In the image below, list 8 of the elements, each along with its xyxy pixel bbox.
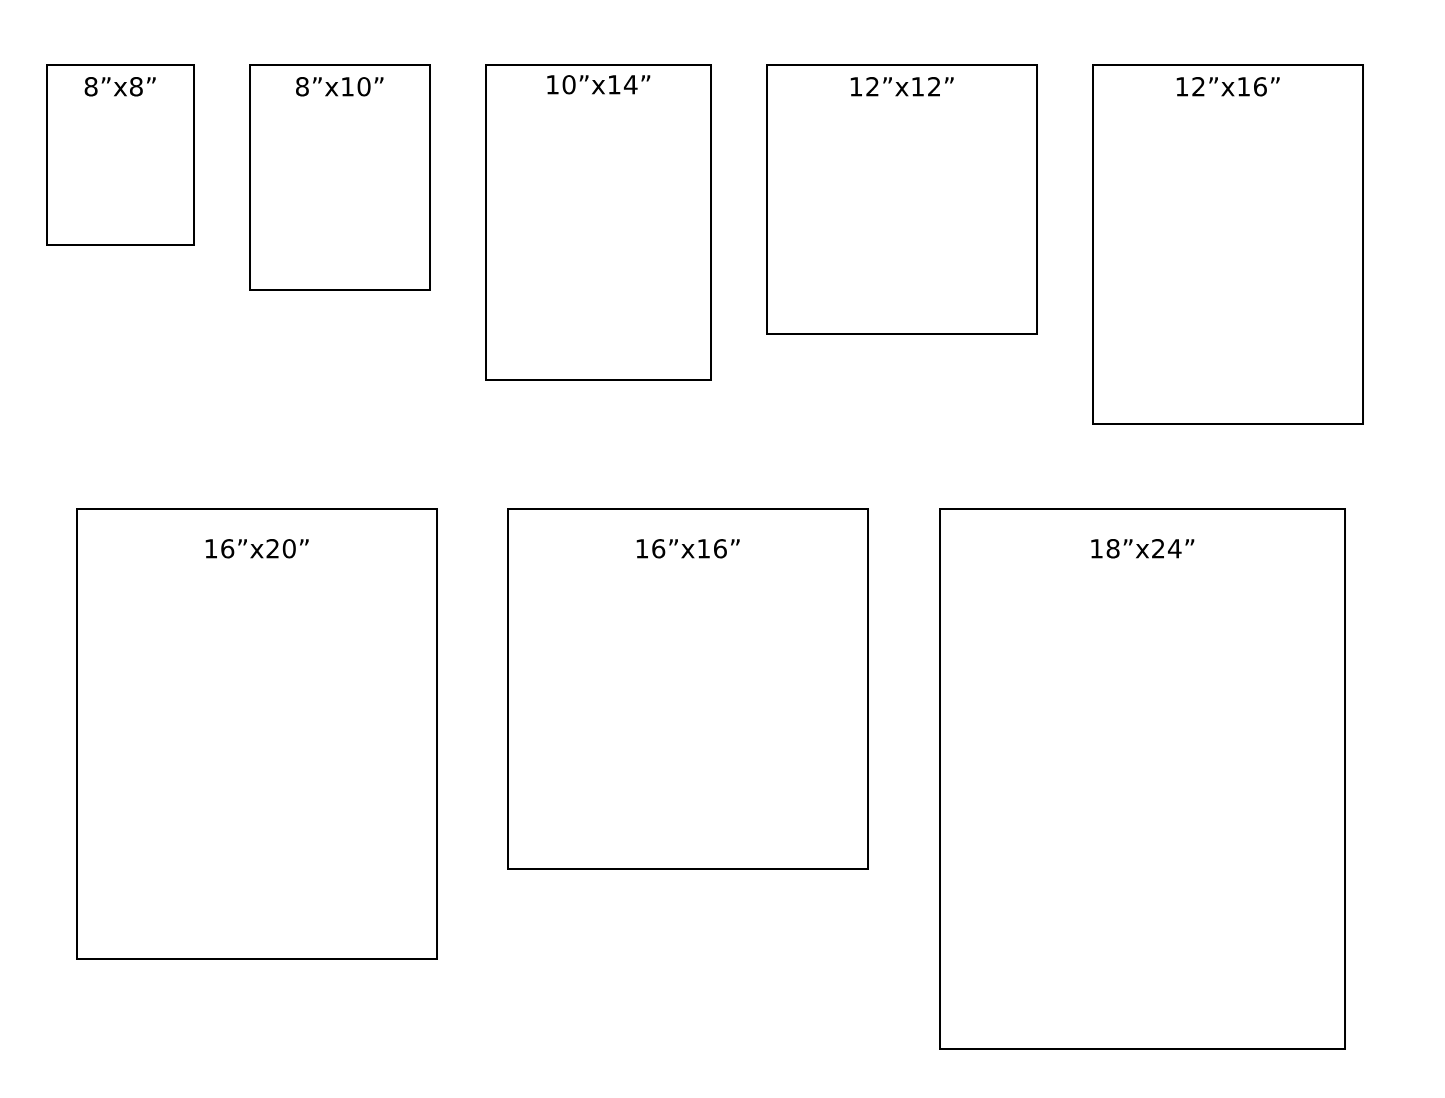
frame-outline: 16”x16” — [507, 508, 869, 870]
frame-outline: 8”x8” — [46, 64, 195, 246]
frame-outline: 12”x12” — [766, 64, 1038, 335]
frame-outline: 8”x10” — [249, 64, 431, 291]
frame-outline: 18”x24” — [939, 508, 1346, 1050]
frame-outline: 10”x14” — [485, 64, 712, 381]
frame-outline: 16”x20” — [76, 508, 438, 960]
frame-outline: 12”x16” — [1092, 64, 1364, 425]
